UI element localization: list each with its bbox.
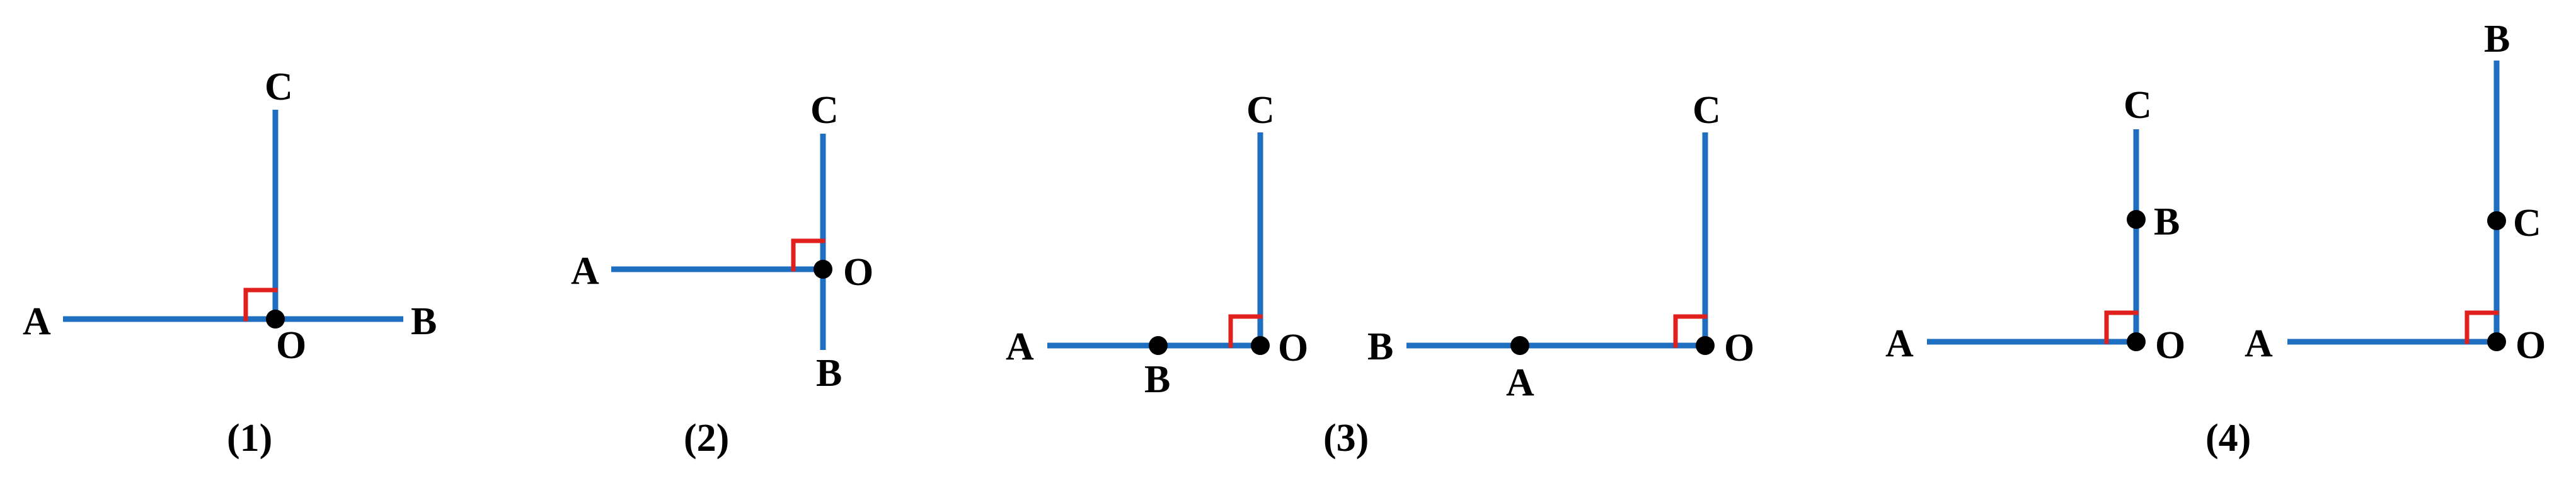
label-c: C [2124,84,2152,127]
label-c: C [1246,89,1275,132]
label-o: O [2155,324,2185,367]
label-b: B [1367,325,1393,368]
point-b [1149,336,1168,355]
label-a: A [1506,361,1534,404]
point-c [2487,211,2506,230]
point-b [2127,210,2146,229]
caption-4: (4) [2205,417,2251,460]
point-o [266,310,285,329]
right-angle-mark [243,288,278,322]
label-c: C [2513,202,2541,245]
label-c: C [810,89,839,132]
label-o: O [843,251,873,294]
figure-1: A B C O (1) [23,66,437,460]
caption-3: (3) [1323,417,1369,460]
label-a: A [2245,322,2273,365]
figure-3-left: A B O C [1006,89,1308,401]
label-o: O [2516,324,2546,367]
label-a: A [1885,322,1914,365]
label-a: A [1006,325,1034,368]
right-angle-mark [1673,314,1708,348]
label-c: C [265,66,293,108]
point-o [814,260,832,279]
point-o [2487,332,2506,351]
label-o: O [276,324,306,367]
label-b: B [816,352,842,395]
label-o: O [1278,327,1308,370]
label-a: A [23,300,51,343]
figure-4-right: A C O B (4) [2205,18,2546,460]
label-a: A [571,250,599,293]
caption-1: (1) [227,417,272,460]
right-angle-mark [1228,314,1263,348]
right-angle-mark [2464,310,2499,344]
label-b: B [2154,201,2180,243]
point-o [2127,332,2146,351]
label-o: O [1724,327,1754,370]
point-o [1251,336,1270,355]
figure-3-right: B A O C (3) [1323,89,1754,460]
caption-2: (2) [684,417,729,460]
figure-2: A O C B (2) [571,89,873,460]
label-b: B [411,300,437,343]
right-angle-mark [791,238,825,272]
figure-4-left: A B O C [1885,84,2185,367]
label-c: C [1693,89,1721,132]
point-o [1696,336,1715,355]
right-angle-mark [2104,310,2139,344]
label-b: B [1144,358,1170,401]
label-b: B [2484,18,2510,61]
point-a [1510,336,1529,355]
